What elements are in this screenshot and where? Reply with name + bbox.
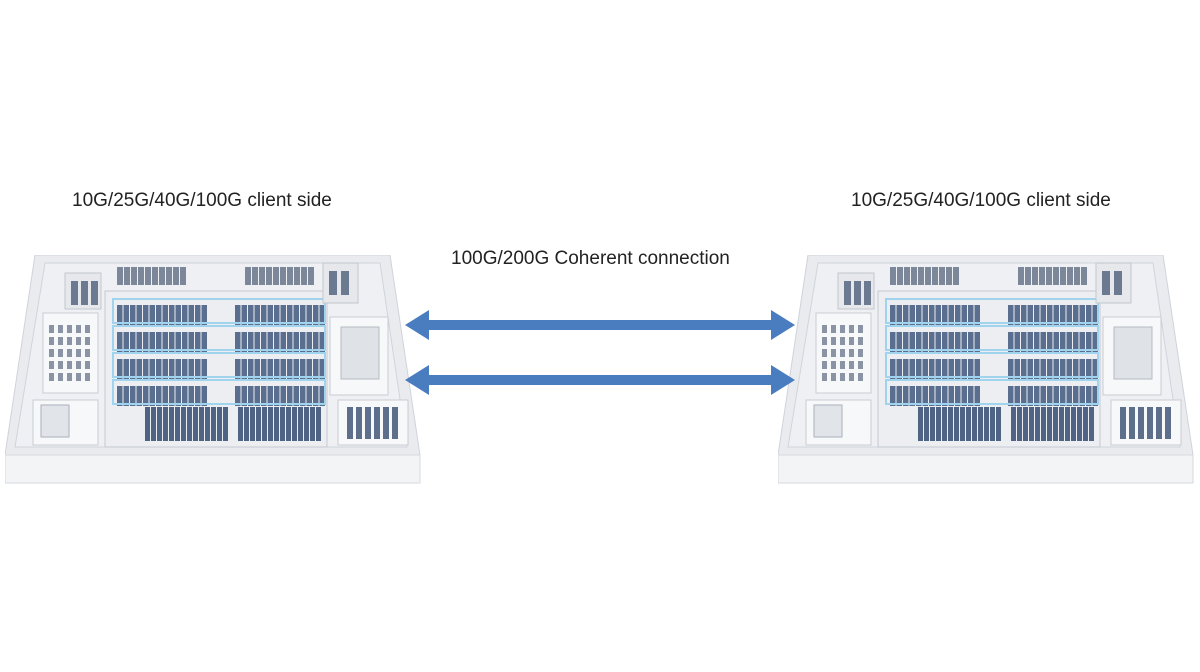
right-datacenter-icon [778,255,1194,484]
upper-double-arrow-icon [405,310,795,340]
connection-arrows [405,310,795,395]
lower-double-arrow-icon [405,365,795,395]
connection-label: 100G/200G Coherent connection [451,248,730,269]
left-datacenter-icon [5,255,421,484]
right-client-label: 10G/25G/40G/100G client side [851,190,1111,211]
left-client-label: 10G/25G/40G/100G client side [72,190,332,211]
